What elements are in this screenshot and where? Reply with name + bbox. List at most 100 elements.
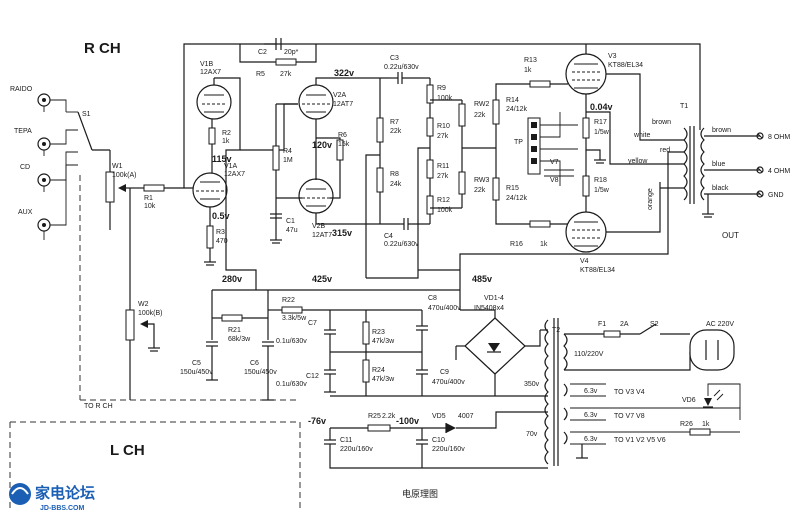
svg-text:22k: 22k: [390, 128, 402, 135]
svg-text:22k: 22k: [474, 187, 486, 194]
svg-text:0.1u/630v: 0.1u/630v: [276, 381, 307, 388]
wire-orange: orange: [647, 188, 654, 210]
bridge-rectifier: VD1-4 IN5408x4: [464, 295, 526, 375]
resistor-r3: R3 470: [206, 225, 228, 249]
voltage-70v: 70v: [526, 431, 538, 438]
svg-text:V2B: V2B: [312, 223, 326, 230]
logo-url: JD-BBS.COM: [40, 505, 85, 512]
power-switch-s2: S2: [639, 321, 659, 335]
svg-text:220u/160v: 220u/160v: [432, 446, 465, 453]
svg-text:R10: R10: [437, 123, 450, 130]
svg-text:R21: R21: [228, 327, 241, 334]
voltage-322v: 322v: [334, 68, 354, 78]
svg-text:24/12k: 24/12k: [506, 195, 528, 202]
svg-text:R22: R22: [282, 297, 295, 304]
fuse-f1: F1 2A: [598, 321, 629, 338]
input-jacks: RAIDO TEPA CD AUX: [10, 86, 78, 240]
primary-voltage: 110/220V: [574, 351, 604, 358]
trim-pot-rw3: RW3 22k: [458, 171, 490, 195]
voltage-425v: 425v: [312, 274, 332, 284]
to-r-ch-label: TO R CH: [84, 403, 113, 410]
capacitor-c1: C1 47u: [270, 213, 298, 234]
capacitor-c11: C11 220u/160v: [324, 437, 373, 453]
svg-text:S2: S2: [650, 321, 659, 328]
resistor-r11: R11 27k: [426, 159, 449, 180]
svg-text:R26: R26: [680, 421, 693, 428]
capacitor-c2: C2 20p*: [258, 38, 299, 56]
wire-blue: blue: [712, 161, 725, 168]
svg-text:C3: C3: [390, 55, 399, 62]
svg-text:TO V7 V8: TO V7 V8: [614, 413, 645, 420]
svg-text:6.3v: 6.3v: [584, 436, 598, 443]
svg-text:1k: 1k: [524, 67, 532, 74]
svg-text:R24: R24: [372, 367, 385, 374]
svg-text:C12: C12: [306, 373, 319, 380]
resistor-r24: R24 47k/3w: [362, 359, 395, 383]
resistor-r17: R17 1/5w: [582, 117, 610, 139]
voltage-0-5v: 0.5v: [212, 211, 230, 221]
v8-label: V8: [550, 177, 559, 184]
svg-text:R12: R12: [437, 197, 450, 204]
svg-text:RW2: RW2: [474, 101, 490, 108]
svg-text:AC 220V: AC 220V: [706, 321, 734, 328]
terminal-4ohm: 4 OHM: [768, 168, 790, 175]
capacitor-c8: C8 470u/400v: [416, 295, 461, 331]
svg-text:R7: R7: [390, 119, 399, 126]
site-logo: 家电论坛 JD-BBS.COM: [9, 483, 95, 512]
svg-text:VD1-4: VD1-4: [484, 295, 504, 302]
heater-winding-2: 6.3v TO V7 V8: [570, 407, 741, 421]
power-transformer-t2: T2 110/220V: [544, 318, 604, 466]
svg-text:V4: V4: [580, 258, 589, 265]
svg-text:TO V3 V4: TO V3 V4: [614, 389, 645, 396]
svg-text:C10: C10: [432, 437, 445, 444]
svg-text:220u/160v: 220u/160v: [340, 446, 373, 453]
input-selector-switch: S1: [77, 111, 111, 172]
svg-text:R8: R8: [390, 171, 399, 178]
svg-text:R16: R16: [510, 241, 523, 248]
svg-text:R15: R15: [506, 185, 519, 192]
wire-yellow: yellow: [628, 158, 648, 165]
output-transformer-t1: T1 brown white red yellow orange: [628, 103, 705, 210]
resistor-r16: R16 1k: [510, 220, 551, 248]
resistor-r26: R26 1k: [680, 421, 711, 436]
resistor-r4: R4 1M: [272, 145, 293, 171]
svg-text:150u/450v: 150u/450v: [244, 369, 277, 376]
svg-text:R25: R25: [368, 413, 381, 420]
voltage-315v: 315v: [332, 228, 352, 238]
resistor-27k: 27k: [275, 58, 297, 78]
led-vd6: VD6: [682, 389, 724, 408]
resistor-r8: R8 24k: [376, 167, 402, 193]
svg-text:47u: 47u: [286, 227, 298, 234]
svg-text:1k: 1k: [540, 241, 548, 248]
svg-text:C8: C8: [428, 295, 437, 302]
svg-text:27k: 27k: [280, 71, 292, 78]
svg-text:R6: R6: [338, 132, 347, 139]
wire-red: red: [660, 147, 670, 154]
svg-text:T2: T2: [552, 327, 560, 334]
tube-v2a: V2A 12AT7: [298, 84, 353, 120]
svg-text:R13: R13: [524, 57, 537, 64]
heater-winding-3: 6.3v TO V1 V2 V5 V6: [570, 431, 740, 445]
svg-text:KT88/EL34: KT88/EL34: [580, 267, 615, 274]
svg-text:22k: 22k: [474, 112, 486, 119]
svg-text:0.22u/630v: 0.22u/630v: [384, 64, 419, 71]
voltage-115v: 115v: [212, 154, 232, 164]
terminal-8ohm: 8 OHM: [768, 134, 790, 141]
heater-winding-1: 6.3v TO V3 V4: [570, 383, 645, 397]
out-label: OUT: [722, 231, 739, 240]
svg-text:27k: 27k: [437, 133, 449, 140]
svg-text:470: 470: [216, 238, 228, 245]
resistor-r12: R12 100k: [426, 195, 453, 215]
svg-text:2.2k: 2.2k: [382, 413, 396, 420]
svg-text:C9: C9: [440, 369, 449, 376]
resistor-r1: R1 10k: [140, 184, 196, 210]
svg-text:6.3v: 6.3v: [584, 388, 598, 395]
svg-text:R17: R17: [594, 119, 607, 126]
resistor-r18: R18 1/5w: [582, 175, 610, 197]
input-label-cd: CD: [20, 164, 30, 171]
svg-text:470u/400v: 470u/400v: [428, 305, 461, 312]
svg-text:C2: C2: [258, 49, 267, 56]
svg-text:47k/3w: 47k/3w: [372, 338, 395, 345]
left-channel-heading: L CH: [110, 442, 145, 459]
